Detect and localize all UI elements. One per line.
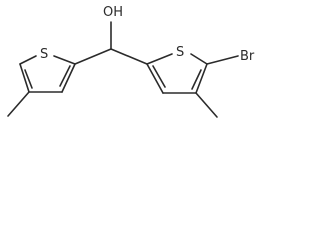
bond-s-c5prime xyxy=(190,53,208,65)
bond-c5prime-br xyxy=(206,55,239,65)
atom-labels: OH S S Br xyxy=(40,5,255,64)
bond-c5-c4-inner xyxy=(24,69,33,89)
bond-c3-c2 xyxy=(61,63,76,93)
bond-s1-c2 xyxy=(53,55,76,65)
label-sulfur-left: S xyxy=(40,47,48,62)
bonds xyxy=(7,21,239,118)
bond-s1-c5 xyxy=(19,55,37,65)
label-bromine: Br xyxy=(240,49,255,64)
bond-methyl-left xyxy=(7,91,30,117)
bond-c3prime-c2prime xyxy=(146,63,164,94)
bond-central-c2prime xyxy=(110,48,148,65)
chemical-structure-diagram: OH S S Br xyxy=(7,5,255,118)
bond-c5-c4 xyxy=(19,63,30,93)
bond-c5prime-c4prime-inner xyxy=(191,69,202,90)
bond-c5prime-c4prime xyxy=(195,63,208,94)
bond-methyl-right xyxy=(195,92,218,118)
label-hydroxyl: OH xyxy=(103,5,123,20)
bond-c3-c2-inner xyxy=(59,65,71,87)
label-sulfur-right: S xyxy=(176,45,184,60)
bond-c3prime-c2prime-inner xyxy=(152,65,166,88)
bond-c2-central xyxy=(74,48,112,65)
bond-c2prime-s xyxy=(146,53,173,65)
